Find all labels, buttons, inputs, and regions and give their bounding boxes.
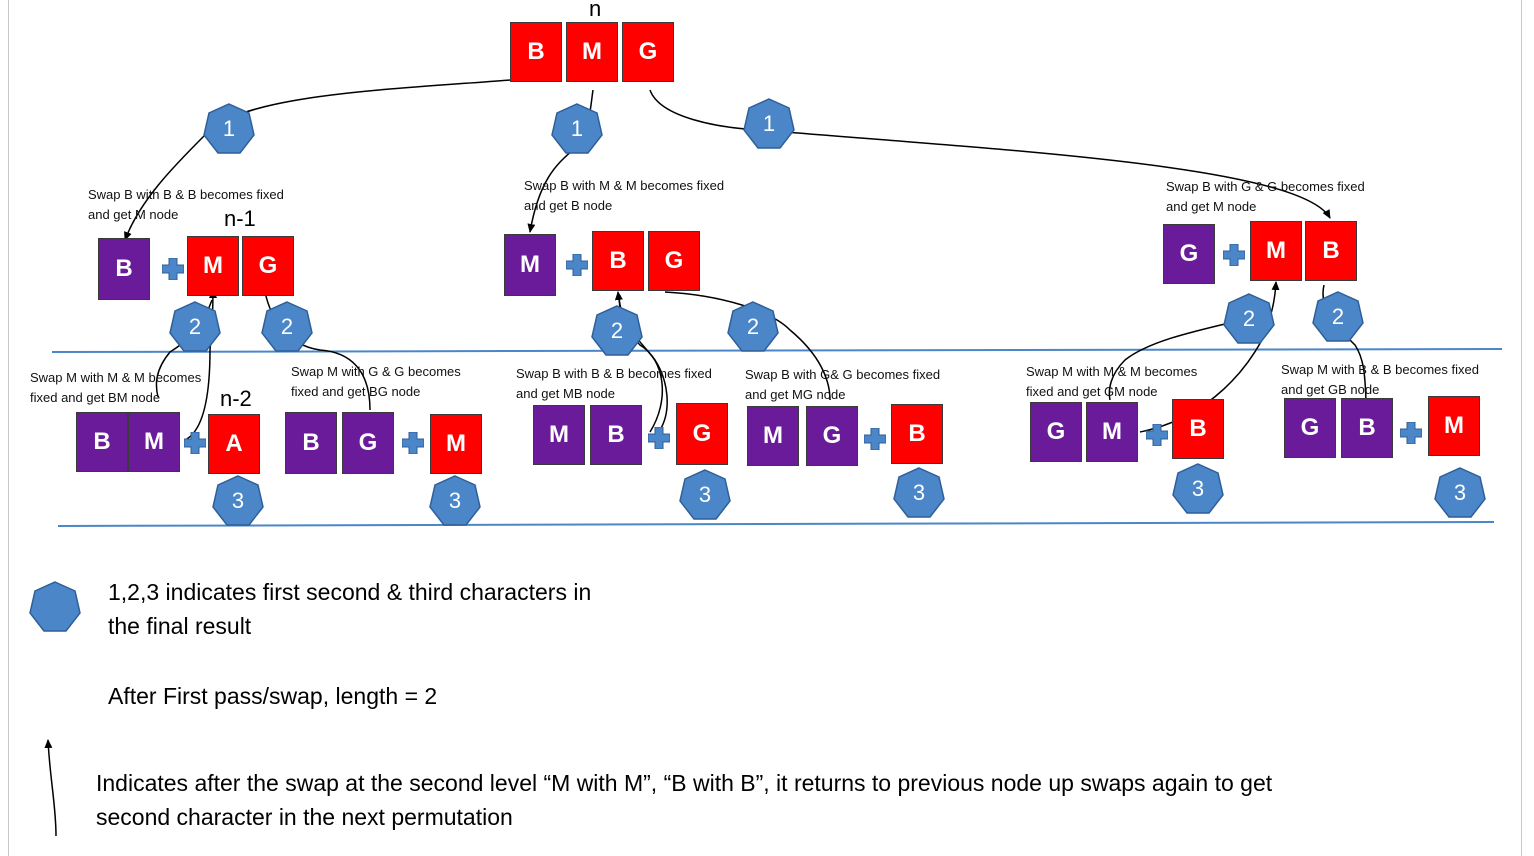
l2-4-fixed-cell-1: M [747,406,799,466]
badge-label: 1 [222,116,236,141]
l2-3-fixed-cell-1: M [533,405,585,465]
page-left-border [8,0,9,856]
badge-heptagon-icon: 3 [1171,462,1225,516]
l2-3-rest-cell: G [676,403,728,465]
l1b-rest-cell-2: G [648,231,700,291]
l2-2-fixed-cell-1: B [285,412,337,474]
badge-heptagon-icon: 2 [1311,290,1365,344]
root-cell-2: M [566,22,618,82]
l1a-rest-cell-2: G [242,236,294,296]
badge-heptagon-icon: 1 [202,102,256,156]
plus-icon [648,427,670,449]
badge-label: 2 [1242,306,1256,331]
plus-icon [402,432,424,454]
l2-2-rest-cell: M [430,414,482,474]
plus-icon [864,428,886,450]
legend-pass-description: After First pass/swap, length = 2 [108,683,438,709]
badge-label: 3 [1453,480,1467,505]
swap-note-m-with-b: Swap M with B & B becomes fixed and get … [1281,362,1479,397]
plus-icon [162,258,184,280]
badge-label: 3 [912,480,926,505]
badge-label: 3 [448,488,462,513]
root-cell-3: G [622,22,674,82]
legend-arrow [44,739,57,837]
plus-icon [1146,424,1168,446]
badge-label: 3 [1191,476,1205,501]
l1b-fixed-cell: M [504,234,556,296]
badge-label: 3 [231,488,245,513]
badge-heptagon-icon: 3 [678,468,732,522]
swap-note-m-with-m-1: Swap M with M & M becomes fixed and get … [30,370,202,405]
plus-icon [1400,422,1422,444]
root-cell-1: B [510,22,562,82]
l1a-fixed-cell: B [98,238,150,300]
plus-icon [184,432,206,454]
badge-label: 2 [280,314,294,339]
page-right-border [1521,0,1522,856]
arrow-root-to-g [649,89,1331,219]
badge-heptagon-icon: 2 [1222,292,1276,346]
l2-1-rest-cell: A [208,414,260,474]
badge-heptagon-icon: 1 [742,97,796,151]
badge-heptagon-icon: 3 [892,466,946,520]
divider-line-bottom [57,521,1495,527]
badge-label: 2 [610,318,624,343]
badge-heptagon-icon: 3 [211,474,265,528]
l2-4-rest-cell: B [891,404,943,464]
legend-badge-description: 1,2,3 indicates first second & third cha… [108,579,592,639]
arrow-mb-to-gm [1108,317,1251,401]
l2-2-fixed-cell-2: G [342,412,394,474]
swap-note-b-with-b: Swap B with B & B becomes fixed and get … [88,187,284,222]
badge-label: 3 [698,482,712,507]
l2-5-fixed-cell-2: M [1086,402,1138,462]
l2-5-rest-cell: B [1172,399,1224,459]
l1b-rest-cell-1: B [592,231,644,291]
l2-6-rest-cell: M [1428,396,1480,456]
l1c-rest-cell-2: B [1305,221,1357,281]
l1a-rest-cell-1: M [187,236,239,296]
l2-4-fixed-cell-2: G [806,406,858,466]
badge-heptagon-icon: 3 [1433,466,1487,520]
arrow-bg-to-mg [664,291,831,401]
badge-heptagon-icon: 2 [726,300,780,354]
swap-note-b-with-g-2: Swap B with G& G becomes fixed and get M… [745,367,941,402]
l1c-fixed-cell: G [1163,224,1215,284]
swap-note-m-with-m-2: Swap M with M & M becomes fixed and get … [1026,364,1198,399]
swap-note-b-with-g: Swap B with G & G becomes fixed and get … [1166,179,1365,214]
l2-1-fixed-cell-1: B [76,412,128,472]
level-label-n: n [589,0,602,21]
badge-heptagon-icon: 2 [168,300,222,354]
l1c-rest-cell-1: M [1250,221,1302,281]
level-label-n-2: n-2 [220,386,252,411]
badge-label: 2 [1331,304,1345,329]
badge-label: 2 [746,314,760,339]
badge-label: 1 [762,111,776,136]
l2-6-fixed-cell-1: G [1284,398,1336,458]
swap-note-b-with-b-2: Swap B with B & B becomes fixed and get … [516,366,712,401]
l2-1-fixed-cell-2: M [128,412,180,472]
l2-3-fixed-cell-2: B [590,405,642,465]
badge-heptagon-icon: 3 [428,474,482,528]
legend-heptagon-icon [28,580,82,634]
plus-icon [1223,244,1245,266]
badge-label: 2 [188,314,202,339]
level-label-n-1: n-1 [224,206,256,231]
badge-heptagon-icon: 2 [260,300,314,354]
legend-arrow-description: Indicates after the swap at the second l… [96,770,1273,830]
badge-heptagon-icon: 1 [550,102,604,156]
swap-note-b-with-m: Swap B with M & M becomes fixed and get … [524,178,725,213]
swap-note-m-with-g: Swap M with G & G becomes fixed and get … [291,364,461,399]
badge-label: 1 [570,116,584,141]
badge-heptagon-icon: 2 [590,304,644,358]
l2-6-fixed-cell-2: B [1341,398,1393,458]
l2-5-fixed-cell-1: G [1030,402,1082,462]
plus-icon [566,254,588,276]
